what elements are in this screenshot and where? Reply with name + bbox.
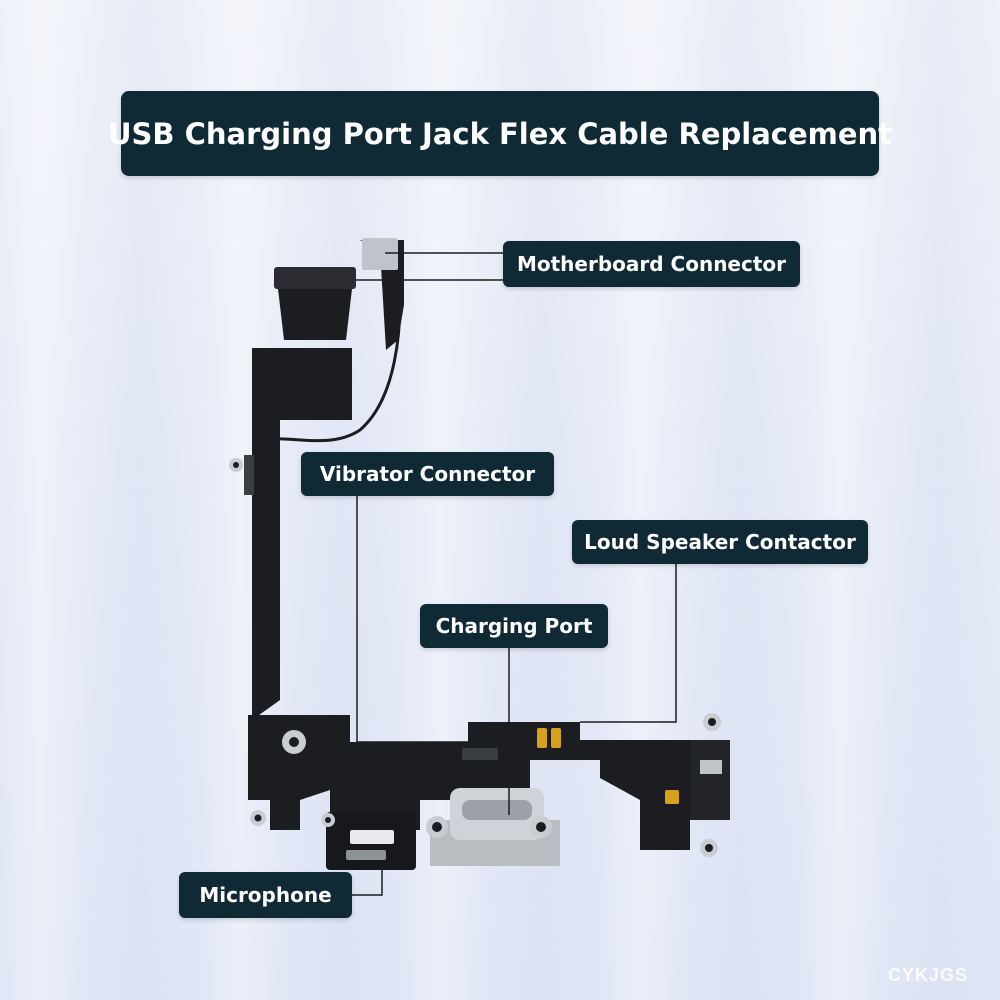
flex-ribbon-vertical [252,348,352,720]
page-title: USB Charging Port Jack Flex Cable Replac… [108,91,892,176]
label-charging-port: Charging Port [420,604,608,648]
motherboard-connector-block [274,267,356,289]
vibrator-connector-pad [462,748,498,760]
brand-watermark: CYKJGS [887,965,968,985]
leader-microphone [352,866,383,896]
label-motherboard-connector: Motherboard Connector [503,241,800,287]
label-microphone: Microphone [179,872,352,918]
leader-vibrator [356,496,468,743]
speaker-contact-gold-1 [537,728,547,748]
label-vibrator-connector: Vibrator Connector [301,452,554,496]
label-loud-speaker-contactor: Loud Speaker Contactor [572,520,868,564]
motherboard-connector-shield [362,238,398,270]
leader-speaker [580,564,677,723]
speaker-contact-gold-2 [551,728,561,748]
